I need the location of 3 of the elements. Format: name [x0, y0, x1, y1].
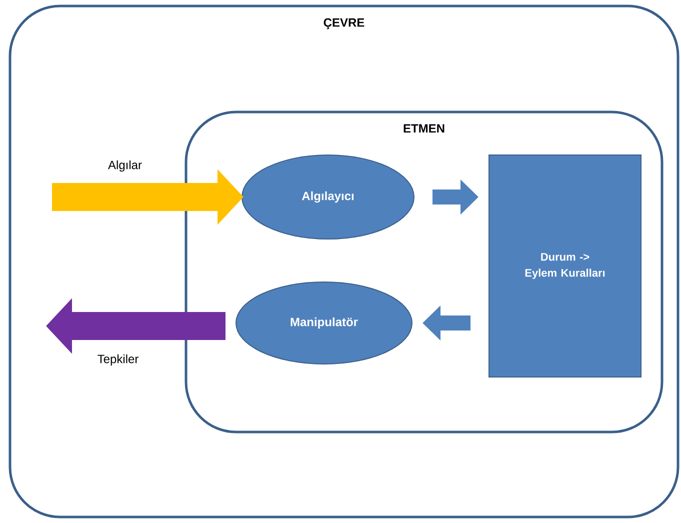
edge-label: Tepkiler: [98, 354, 138, 366]
edge-label: Algılar: [108, 160, 142, 172]
rules-box: Durum -> Eylem Kuralları: [488, 154, 642, 378]
